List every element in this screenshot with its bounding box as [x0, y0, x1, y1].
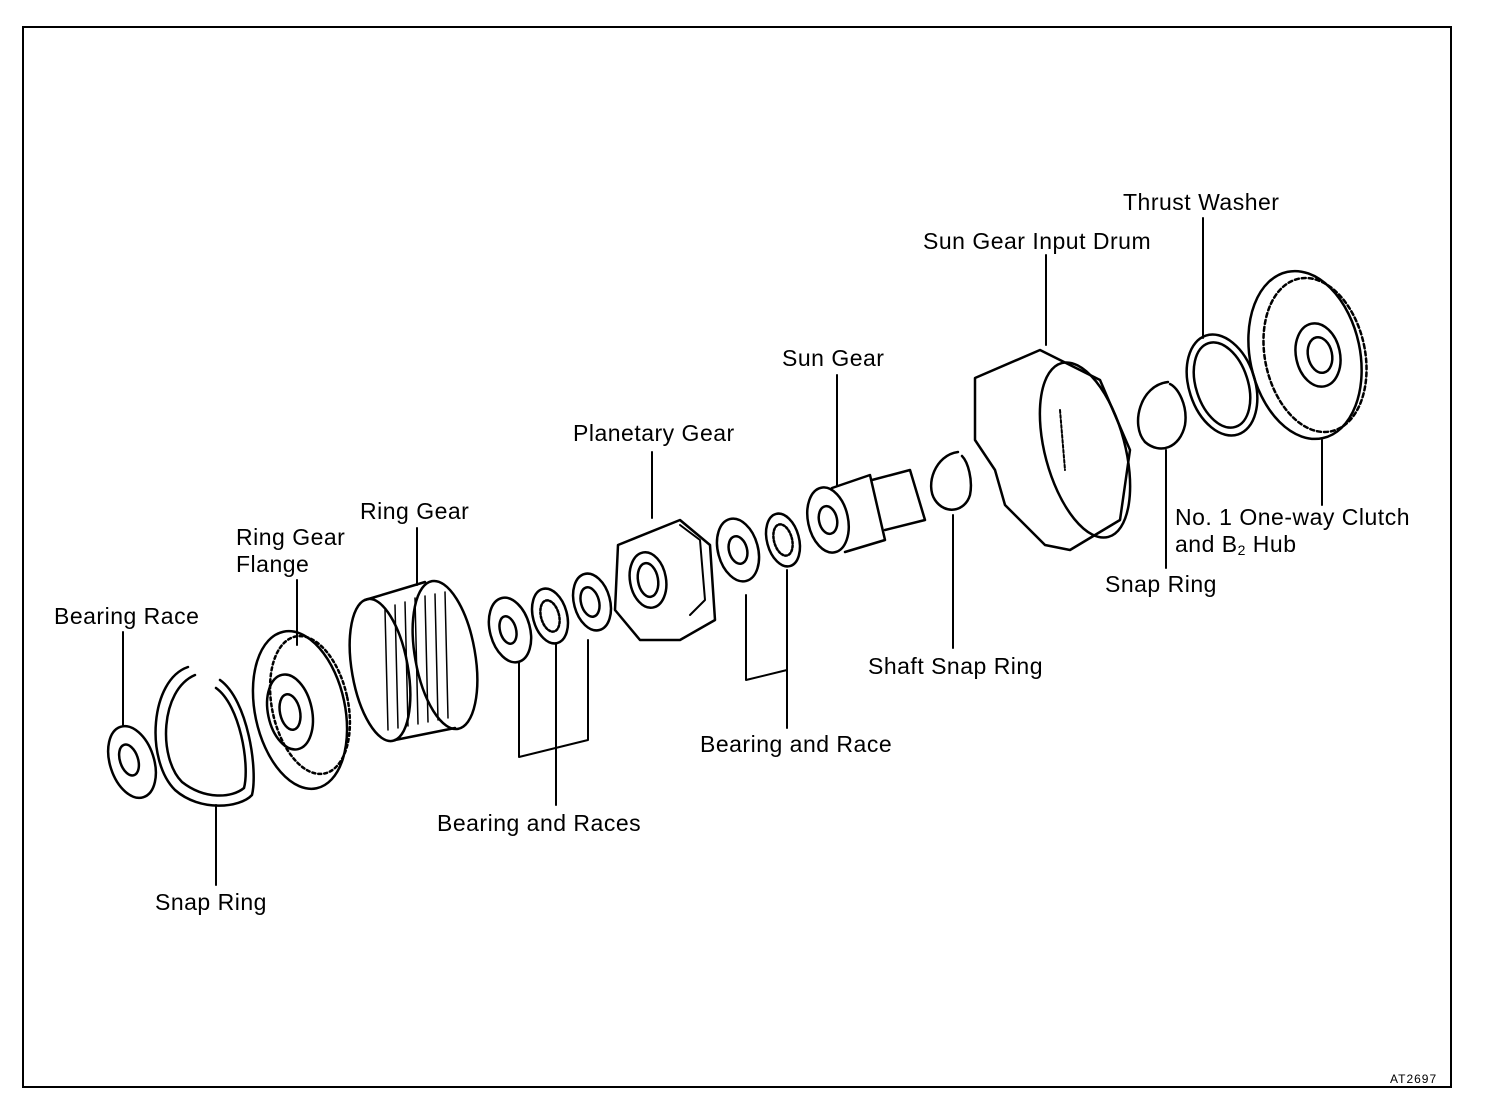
label-sun-gear-input-drum: Sun Gear Input Drum — [923, 228, 1152, 254]
label-planetary-gear: Planetary Gear — [573, 420, 735, 446]
label-bearing-and-race: Bearing and Race — [700, 731, 893, 757]
bearing-and-race-set-2 — [715, 512, 802, 583]
label-ring-gear: Ring Gear — [360, 498, 470, 524]
label-bearing-race: Bearing Race — [54, 603, 200, 629]
ring-gear-flange-part — [251, 629, 352, 791]
label-shaft-snap-ring: Shaft Snap Ring — [868, 653, 1044, 679]
sun-gear-part — [806, 468, 927, 554]
label-ring-gear-flange-line1: Ring Gear — [236, 524, 346, 550]
label-sun-gear: Sun Gear — [782, 345, 885, 371]
label-ring-gear-flange-line2: Flange — [236, 551, 310, 577]
label-one-way-clutch-line2: and B2 Hub — [1175, 531, 1297, 558]
snap-ring-right-part — [1136, 380, 1187, 450]
sun-gear-input-drum-part — [973, 348, 1132, 552]
leader-lines — [122, 217, 1323, 886]
shaft-snap-ring-part — [929, 450, 973, 511]
label-bearing-and-races: Bearing and Races — [437, 810, 642, 836]
label-snap-ring-left: Snap Ring — [155, 889, 267, 915]
ring-gear-part — [348, 579, 479, 743]
label-snap-ring-right: Snap Ring — [1105, 571, 1217, 597]
label-thrust-washer: Thrust Washer — [1123, 189, 1280, 215]
label-one-way-clutch-line1: No. 1 One-way Clutch — [1175, 504, 1410, 530]
snap-ring-large-part — [154, 665, 255, 807]
one-way-clutch-part — [1247, 269, 1368, 441]
planetary-gear-part — [613, 518, 717, 642]
diagram-frame — [22, 26, 1452, 1088]
bearing-race-part — [106, 724, 158, 800]
bearing-and-races-set-1 — [487, 572, 613, 664]
figure-code: AT2697 — [1390, 1072, 1438, 1086]
